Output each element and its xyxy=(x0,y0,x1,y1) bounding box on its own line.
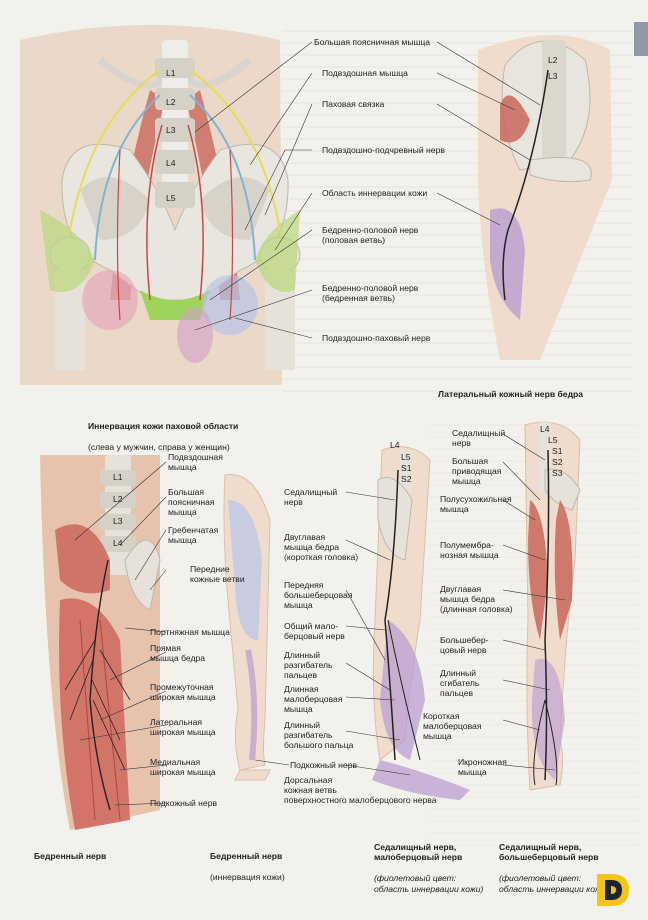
label-peroneus-brevis: Короткая малоберцовая мышца xyxy=(423,711,482,741)
label-sciatic-nerve: Седалищный нерв xyxy=(452,428,506,448)
vertebra-label: S2 xyxy=(401,474,412,484)
vertebra-label: S2 xyxy=(552,457,563,467)
femoral-skin-illustration xyxy=(223,474,290,781)
label-iliacus: Подвздошная мышца xyxy=(168,452,223,472)
caption-subtitle: (слева у мужчин, справа у женщин) xyxy=(88,441,230,452)
label-extensor-hallucis-longus: Длинный разгибатель большого пальца xyxy=(284,720,354,750)
label-sciatic-nerve: Седалищный нерв xyxy=(284,487,338,507)
label-dorsal-cutaneous-branch: Дорсальная кожная ветвь поверхностного м… xyxy=(284,775,437,805)
femoral-illustration xyxy=(40,455,167,830)
vertebra-label: S3 xyxy=(552,468,563,478)
caption-subtitle: (иннервация кожи) xyxy=(210,871,285,882)
vertebra-label: L3 xyxy=(166,125,176,135)
caption-title: Седалищный нерв, большеберцовый нерв xyxy=(499,841,599,863)
caption-lateral-cutaneous: Латеральный кожный нерв бедра xyxy=(438,378,583,410)
label-psoas-major: Большая поясничная мышца xyxy=(168,487,215,517)
page-edge-tab xyxy=(634,22,648,56)
label-skin-area: Область иннервации кожи xyxy=(322,188,428,198)
label-peroneus-longus: Длинная малоберцовая мышца xyxy=(284,684,343,714)
caption-subtitle: (фиолетовый цвет: область иннервации кож… xyxy=(374,873,484,894)
vertebra-label: L1 xyxy=(113,472,123,482)
vertebra-label: L2 xyxy=(113,494,123,504)
vertebra-label: L4 xyxy=(113,538,123,548)
caption-sciatic-peroneal: Седалищный нерв, малоберцовый нерв (фиол… xyxy=(374,831,483,905)
label-saphenous-nerve: Подкожный нерв xyxy=(150,798,218,808)
label-vastus-intermedius: Промежуточная широкая мышца xyxy=(150,682,216,702)
lateral-cutaneous-illustration xyxy=(436,35,612,360)
label-sartorius: Портняжная мышца xyxy=(150,627,230,637)
label-pectineus: Гребенчатая мышца xyxy=(168,525,219,545)
vertebra-label: L4 xyxy=(166,158,176,168)
vertebra-label: L5 xyxy=(401,452,411,462)
caption-title: Бедренный нерв xyxy=(34,850,107,861)
vertebra-label: L5 xyxy=(166,193,176,203)
caption-femoral: Бедренный нерв xyxy=(34,840,106,872)
label-semimembranosus: Полумембра- нозная мышца xyxy=(440,540,499,560)
label-biceps-short-head: Двуглавая мышца бедра (короткая головка) xyxy=(284,532,359,562)
label-semitendinosus: Полусухожильная мышца xyxy=(440,494,512,514)
label-flexor-digitorum-longus: Длинный сгибатель пальцев xyxy=(440,668,480,698)
caption-title: Бедренный нерв xyxy=(210,850,283,861)
caption-title: Иннервация кожи паховой области xyxy=(88,420,239,431)
caption-title: Латеральный кожный нерв бедра xyxy=(438,388,584,399)
label-anterior-cutaneous: Передние кожные ветви xyxy=(190,564,245,584)
caption-femoral-skin: Бедренный нерв (иннервация кожи) xyxy=(210,840,285,893)
vertebra-label: L4 xyxy=(540,424,550,434)
label-iliacus: Подвздошная мышца xyxy=(322,68,408,78)
groin-illustration xyxy=(20,25,313,385)
label-tibialis-anterior: Передняя большеберцовая мышца xyxy=(284,580,353,610)
vertebra-label: S1 xyxy=(401,463,412,473)
label-inguinal-ligament: Паховая связка xyxy=(322,99,385,109)
label-saphenous-nerve: Подкожный нерв xyxy=(290,760,358,770)
label-vastus-lateralis: Латеральная широкая мышца xyxy=(150,717,216,737)
label-iliohypogastric-nerve: Подвздошно-подчревный нерв xyxy=(322,145,445,155)
label-common-peroneal-nerve: Общий мало- берцовый нерв xyxy=(284,621,345,641)
vertebra-label: S1 xyxy=(552,446,563,456)
label-genitofemoral-femoral: Бедренно-половой нерв (бедренная ветвь) xyxy=(322,283,419,303)
publisher-logo-icon xyxy=(597,874,629,906)
sciatic-tibial-illustration xyxy=(502,421,581,791)
vertebra-label: L2 xyxy=(548,55,558,65)
label-gastrocnemius: Икроножная мышца xyxy=(458,757,507,777)
vertebra-label: L3 xyxy=(113,516,123,526)
caption-groin: Иннервация кожи паховой области (слева у… xyxy=(88,410,238,463)
label-tibial-nerve: Большебер- цовый нерв xyxy=(440,635,489,655)
label-vastus-medialis: Медиальная широкая мышца xyxy=(150,757,216,777)
label-genitofemoral-genital: Бедренно-половой нерв (половая ветвь) xyxy=(322,225,419,245)
vertebra-label: L4 xyxy=(390,440,400,450)
label-biceps-long-head: Двуглавая мышца бедра (длинная головка) xyxy=(440,584,513,614)
vertebra-label: L3 xyxy=(548,71,558,81)
label-rectus-femoris: Прямая мышца бедра xyxy=(150,643,206,663)
vertebra-label: L5 xyxy=(548,435,558,445)
label-extensor-digitorum-longus: Длинный разгибатель пальцев xyxy=(284,650,333,680)
vertebra-label: L1 xyxy=(166,68,176,78)
label-adductor-magnus: Большая приводящая мышца xyxy=(452,456,502,486)
vertebra-label: L2 xyxy=(166,97,176,107)
label-psoas-major: Большая поясничная мышца xyxy=(314,37,431,47)
sciatic-peroneal-illustration xyxy=(345,446,470,800)
label-ilioinguinal-nerve: Подвздошно-паховый нерв xyxy=(322,333,431,343)
caption-title: Седалищный нерв, малоберцовый нерв xyxy=(374,841,463,863)
